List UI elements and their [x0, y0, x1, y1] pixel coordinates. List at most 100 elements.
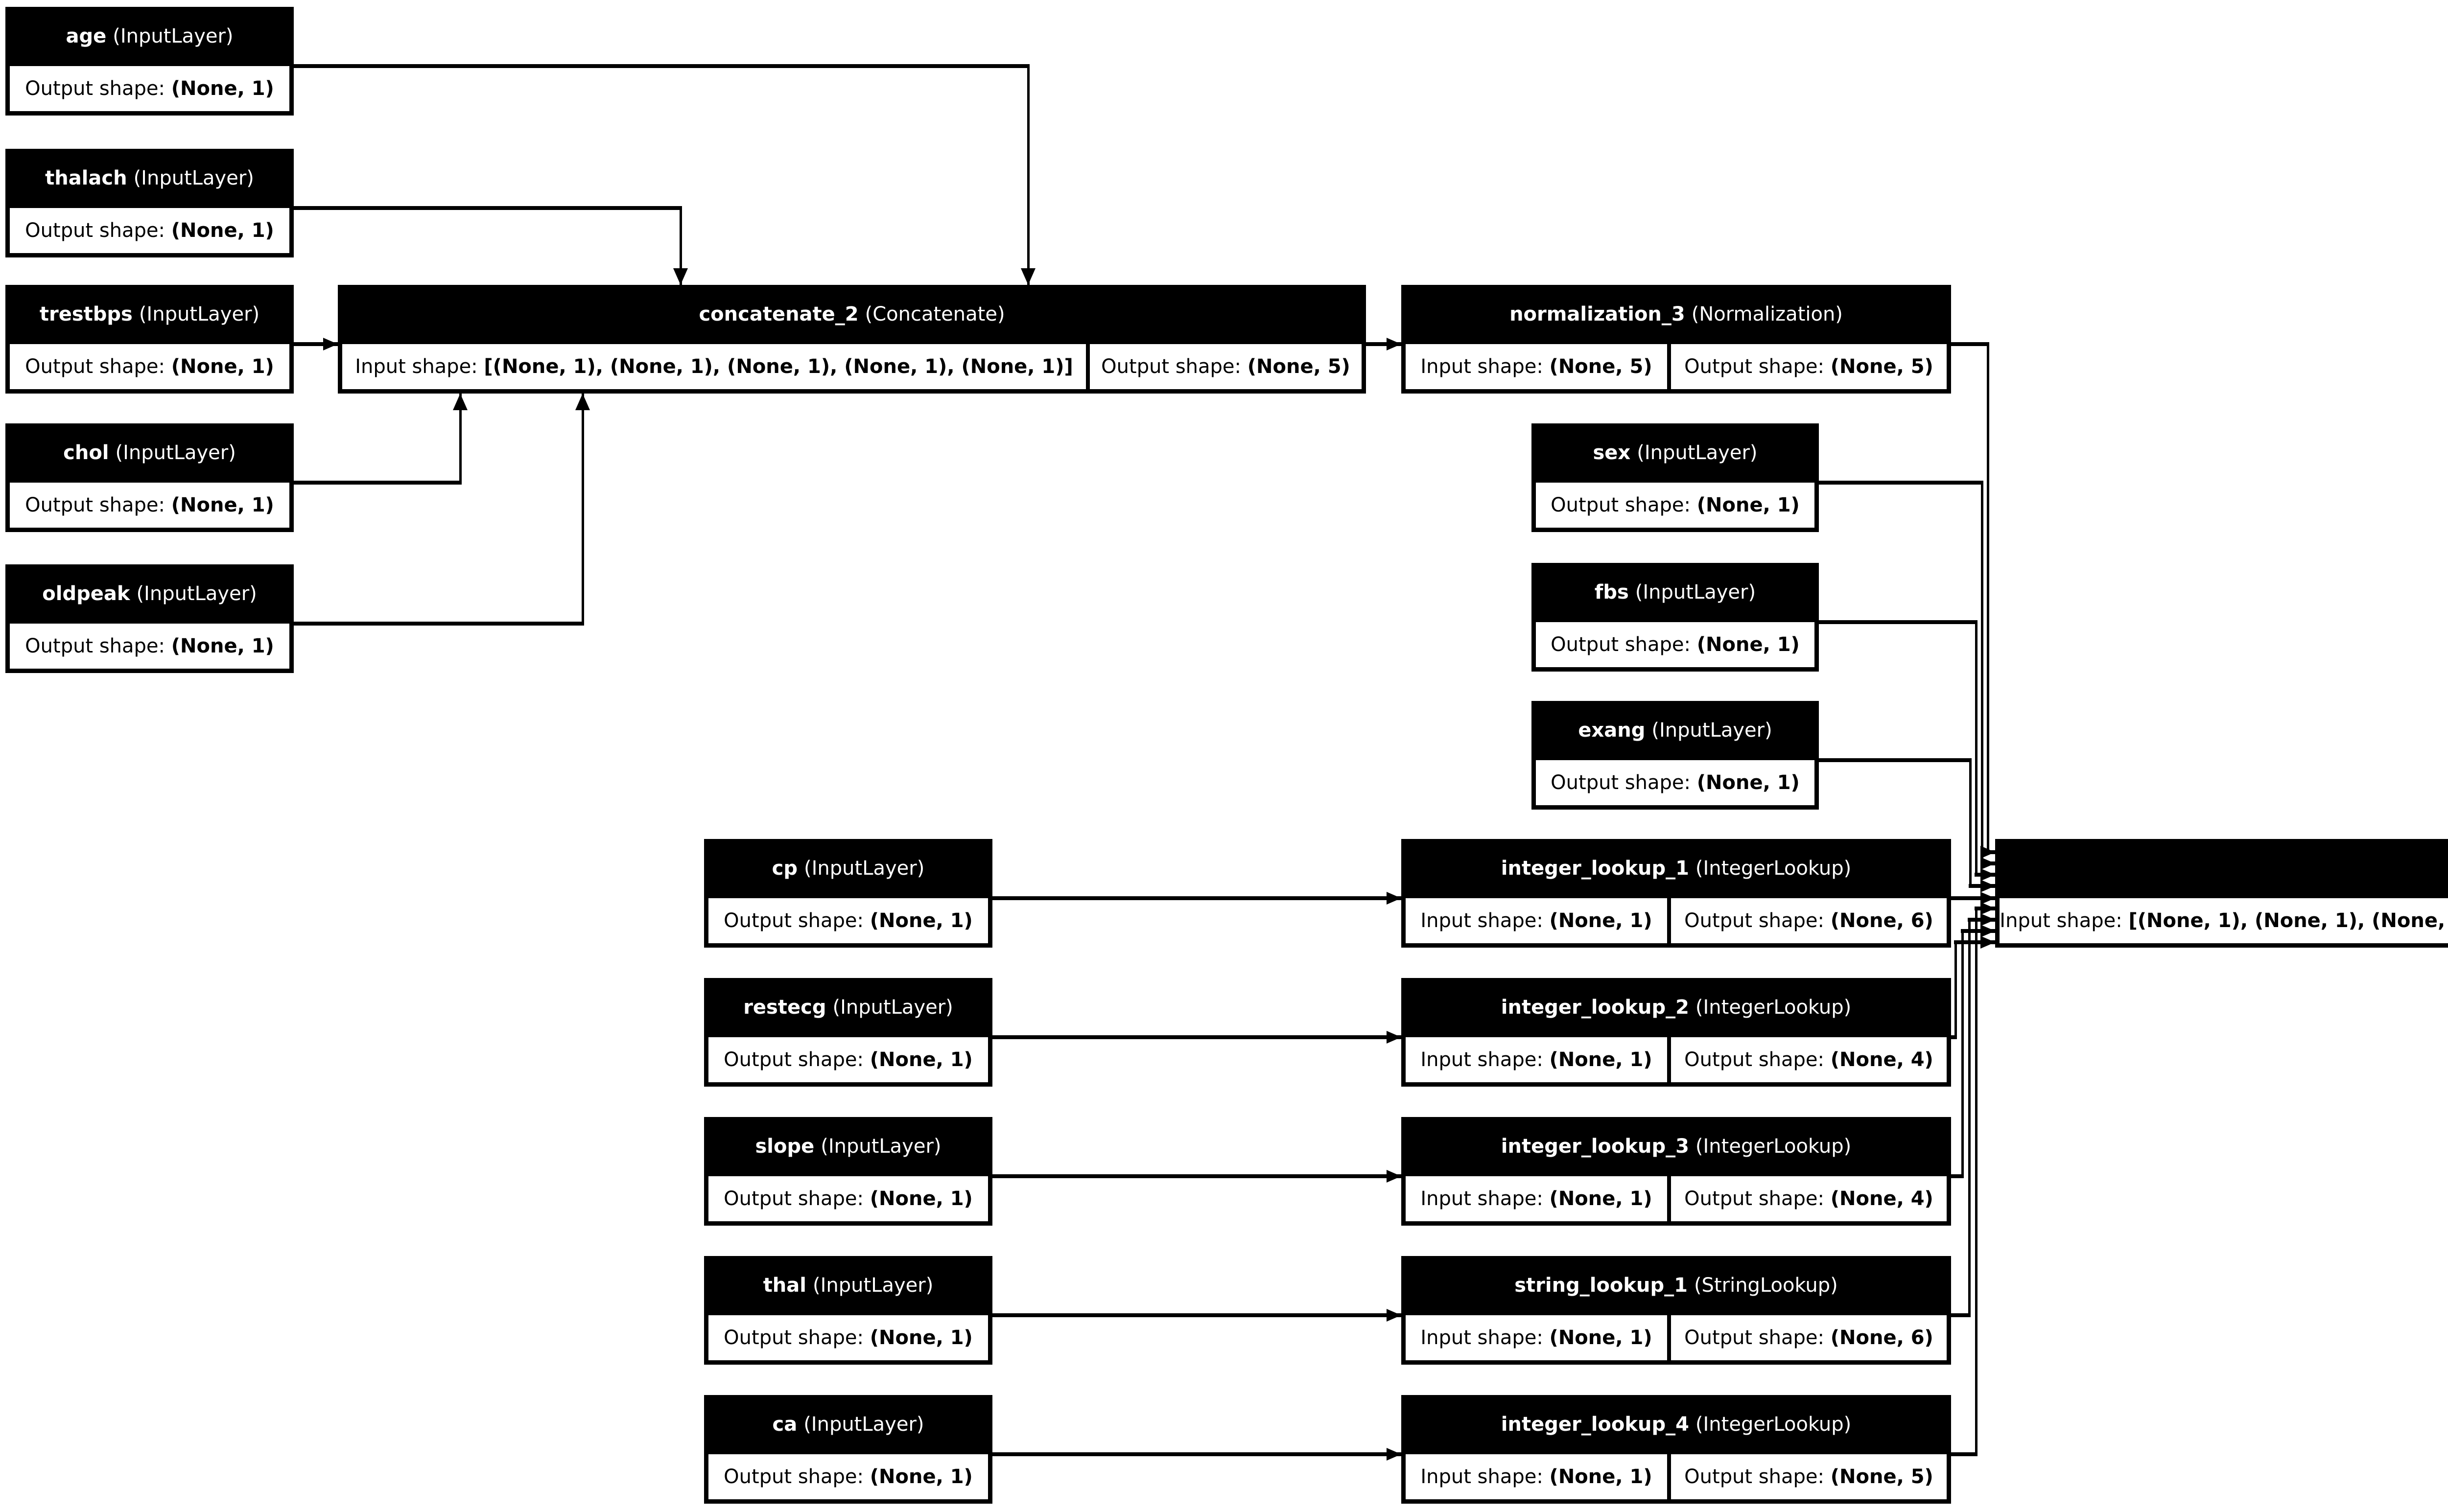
arrowhead [1387, 1170, 1401, 1183]
output-shape-cell: Output shape: (None, 6) [1671, 898, 1947, 943]
node-sex: sex(InputLayer)Output shape: (None, 1) [1531, 423, 1819, 532]
shape-value: (None, 1) [870, 909, 973, 932]
layer-name: oldpeak [42, 582, 130, 605]
node-title: cp(InputLayer) [704, 839, 992, 898]
node-exang: exang(InputLayer)Output shape: (None, 1) [1531, 701, 1819, 810]
shape-label: Input shape: [2000, 909, 2129, 932]
shape-value: (None, 5) [1830, 1465, 1933, 1488]
edge-segment [991, 1035, 1403, 1039]
node-ca: ca(InputLayer)Output shape: (None, 1) [704, 1395, 992, 1504]
input-shape-cell: Input shape: (None, 1) [1406, 1176, 1667, 1221]
output-shape-cell: Output shape: (None, 1) [708, 1315, 988, 1360]
arrowhead [1980, 936, 1995, 949]
shape-value: (None, 1) [171, 494, 274, 516]
shape-value: (None, 1) [171, 219, 274, 242]
layer-type: (InputLayer) [813, 1274, 934, 1297]
arrowhead [575, 394, 590, 410]
layer-name: trestbps [39, 303, 133, 326]
edge-segment [292, 342, 339, 346]
edge-segment [1950, 1035, 1957, 1039]
shape-label: Output shape: [25, 635, 171, 657]
node-title: concatenate_2(Concatenate) [338, 285, 1366, 344]
edge-segment [1969, 760, 1972, 886]
layer-name: thal [763, 1274, 806, 1297]
input-shape-cell: Input shape: (None, 1) [1406, 1315, 1667, 1360]
shape-value: (None, 1) [870, 1187, 973, 1210]
node-title: string_lookup_1(StringLookup) [1401, 1256, 1951, 1315]
shape-label: Input shape: [1420, 1048, 1550, 1071]
layer-type: (IntegerLookup) [1695, 996, 1852, 1019]
node-chol: chol(InputLayer)Output shape: (None, 1) [5, 423, 294, 532]
output-shape-cell: Output shape: (None, 6) [1671, 1315, 1947, 1360]
layer-type: (InputLayer) [832, 996, 953, 1019]
shape-value: (None, 1) [1549, 1326, 1652, 1349]
layer-name: ca [772, 1413, 798, 1436]
shape-label: Output shape: [1551, 494, 1697, 516]
edge-segment [1954, 942, 1957, 1037]
shape-value: (None, 1) [1549, 909, 1652, 932]
node-age: age (InputLayer) Output shape: (None, 1) [5, 7, 294, 116]
layer-name: integer_lookup_1 [1501, 857, 1689, 880]
layer-name: fbs [1594, 581, 1629, 604]
shape-label: Output shape: [1684, 909, 1831, 932]
layer-name: integer_lookup_2 [1501, 996, 1689, 1019]
layer-type: (InputLayer) [113, 25, 234, 47]
node-slope: slope(InputLayer)Output shape: (None, 1) [704, 1117, 992, 1226]
shape-label: Input shape: [1420, 909, 1550, 932]
node-title: integer_lookup_3(IntegerLookup) [1401, 1117, 1951, 1176]
shape-value: (None, 1) [870, 1326, 973, 1349]
node-title: age (InputLayer) [5, 7, 294, 66]
edge-segment [1961, 931, 1964, 1176]
node-integer_lookup_3: integer_lookup_3(IntegerLookup)Input sha… [1401, 1117, 1951, 1226]
node-title: normalization_3(Normalization) [1401, 285, 1951, 344]
shape-value: (None, 1) [1549, 1465, 1652, 1488]
node-fbs: fbs(InputLayer)Output shape: (None, 1) [1531, 563, 1819, 672]
shape-label: Input shape: [1420, 1326, 1550, 1349]
arrowhead [1387, 1448, 1401, 1461]
layer-name: slope [755, 1135, 815, 1158]
edge-segment [1975, 622, 1977, 875]
layer-type: (StringLookup) [1694, 1274, 1838, 1297]
layer-name: integer_lookup_3 [1501, 1135, 1689, 1158]
shape-label: Output shape: [1684, 355, 1831, 378]
arrowhead [1387, 892, 1401, 905]
node-title: oldpeak(InputLayer) [5, 564, 294, 624]
edge-segment [991, 1313, 1403, 1317]
output-shape-cell: Output shape: (None, 1) [708, 1037, 988, 1082]
arrowhead [1980, 868, 1995, 881]
node-title: exang(InputLayer) [1531, 701, 1819, 760]
shape-value: (None, 5) [1549, 355, 1652, 378]
shape-value: (None, 1) [1696, 633, 1800, 656]
edge-segment [680, 208, 682, 285]
node-string_lookup_1: string_lookup_1(StringLookup)Input shape… [1401, 1256, 1951, 1365]
edge-segment [1817, 620, 1977, 624]
arrowhead [1980, 880, 1995, 892]
output-shape-cell: Output shape: (None, 1) [10, 66, 289, 111]
shape-value: [(None, 1), (None, 1), (None, 1), (None,… [484, 355, 1073, 378]
shape-label: Output shape: [25, 494, 171, 516]
node-integer_lookup_2: integer_lookup_2 (IntegerLookup) Input sha… [1401, 978, 1951, 1087]
shape-label: Output shape: [25, 77, 171, 100]
layer-name: normalization_3 [1509, 303, 1685, 326]
shape-value: (None, 1) [1549, 1187, 1652, 1210]
shape-label: Input shape: [1420, 1465, 1550, 1488]
node-integer_lookup_4: integer_lookup_4(IntegerLookup)Input sha… [1401, 1395, 1951, 1504]
node-title: thalach(InputLayer) [5, 149, 294, 208]
node-integer_lookup_1: integer_lookup_1(IntegerLookup)Input sha… [1401, 839, 1951, 948]
edge-segment [1817, 481, 1983, 485]
output-shape-cell: Output shape: (None, 1) [1536, 622, 1814, 667]
shape-value: [(None, 1), (None, 1), (None, 1), (None,… [2128, 909, 2448, 932]
layer-name: age [66, 25, 107, 47]
input-shape-cell: Input shape: (None, 1) [1406, 898, 1667, 943]
layer-type: (IntegerLookup) [1695, 1413, 1852, 1436]
output-shape-cell: Output shape: (None, 5) [1671, 1454, 1947, 1499]
shape-value: (None, 1) [870, 1465, 973, 1488]
edge-segment [1817, 758, 1972, 762]
edge-segment [1950, 896, 1997, 900]
arrowhead [323, 338, 338, 350]
shape-value: (None, 6) [1830, 909, 1933, 932]
output-shape-cell: Output shape: (None, 5) [1090, 344, 1362, 389]
output-shape-cell: Output shape: (None, 1) [1536, 760, 1814, 805]
edge-segment [582, 394, 584, 624]
